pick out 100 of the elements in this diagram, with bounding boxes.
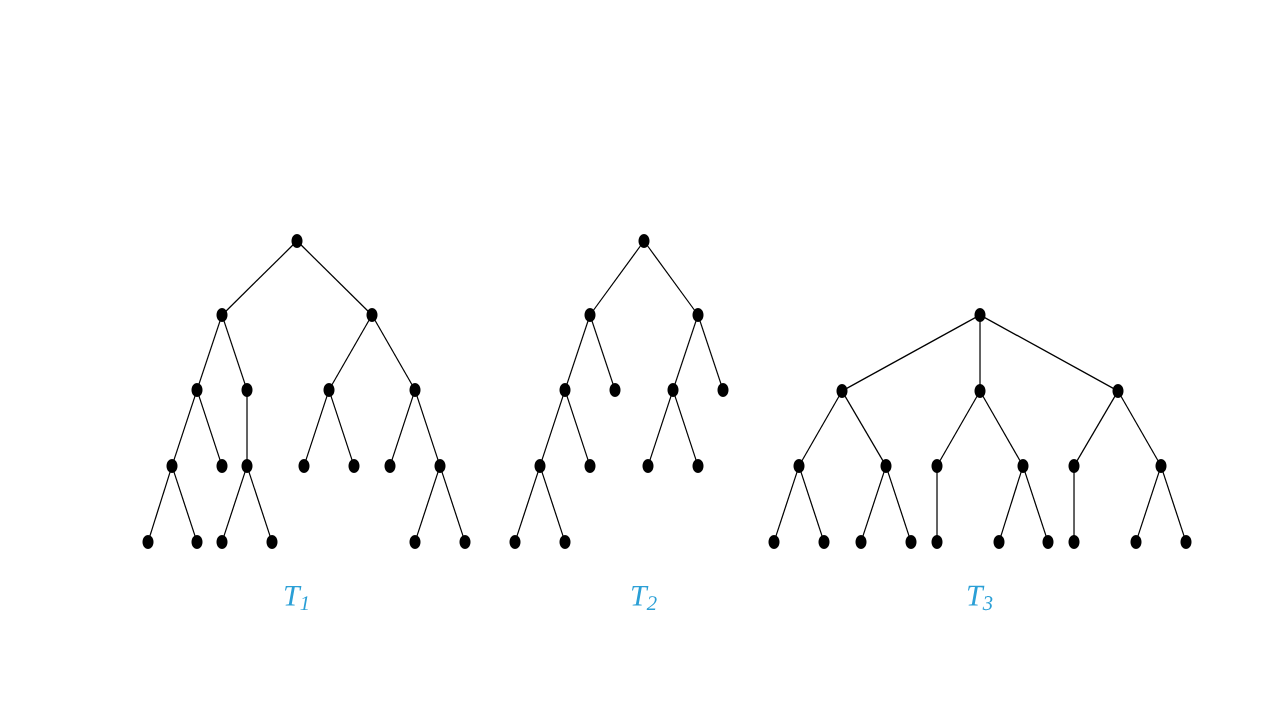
tree-edge — [305, 394, 328, 462]
tree-edge — [416, 394, 439, 462]
tree-vertex — [291, 234, 303, 248]
tree-edge — [541, 470, 564, 538]
tree-vertex — [855, 535, 867, 549]
tree-edge — [246, 395, 248, 462]
tree-vertex — [323, 383, 335, 397]
tree-vertex — [1068, 459, 1080, 473]
tree-vertex — [191, 535, 203, 549]
tree-edge — [649, 394, 672, 462]
tree-edge — [800, 470, 823, 538]
tree-vertex — [642, 459, 654, 473]
tree-vertex — [509, 535, 521, 549]
tree-edge — [149, 470, 171, 538]
tree-edge — [516, 470, 539, 538]
tree-edge — [674, 394, 697, 462]
tree-edge — [1119, 394, 1160, 463]
tree-vertex — [266, 535, 278, 549]
tree-edge — [373, 318, 414, 387]
tree-vertex — [1042, 535, 1054, 549]
tree-vertex — [142, 535, 154, 549]
tree-vertex — [638, 234, 650, 248]
tree-edge — [1075, 394, 1117, 463]
tree-vertex — [191, 383, 203, 397]
tree-edge — [441, 470, 464, 538]
tree-vertex — [409, 535, 421, 549]
tree-edge — [248, 470, 271, 538]
tree-vertex — [584, 459, 596, 473]
tree-vertex — [905, 535, 917, 549]
tree-edge — [1000, 470, 1022, 538]
tree-edge — [391, 394, 414, 462]
tree-edge — [800, 394, 841, 463]
tree-vertex — [793, 459, 805, 473]
tree-vertex — [434, 459, 446, 473]
tree-vertex — [609, 383, 621, 397]
tree-edge — [1137, 470, 1160, 538]
tree-edge — [1024, 470, 1047, 538]
tree-vertex — [384, 459, 396, 473]
tree-edge — [566, 394, 589, 462]
tree-vertex — [166, 459, 178, 473]
tree-vertex — [534, 459, 546, 473]
tree-vertex — [836, 384, 848, 398]
tree-vertex — [931, 459, 943, 473]
tree-edge — [198, 319, 221, 386]
tree-edge — [330, 394, 353, 462]
tree-vertex — [298, 459, 310, 473]
tree-edge — [416, 470, 439, 538]
tree-vertex — [1112, 384, 1124, 398]
tree-vertex — [974, 384, 986, 398]
tree-vertex — [1068, 535, 1080, 549]
tree-edge — [1073, 471, 1075, 538]
tree-vertex — [216, 535, 228, 549]
tree-vertex — [409, 383, 421, 397]
tree-vertex — [974, 308, 986, 322]
tree-edge — [591, 319, 614, 386]
tree-edge — [674, 319, 697, 386]
tree-vertex — [348, 459, 360, 473]
tree-vertex — [667, 383, 679, 397]
tree-edge — [1162, 470, 1185, 538]
tree-vertex — [459, 535, 471, 549]
tree-vertex — [559, 383, 571, 397]
tree-edge — [541, 394, 564, 462]
tree-edge — [330, 318, 371, 387]
tree-edge — [979, 320, 981, 387]
tree-vertex — [768, 535, 780, 549]
tree-vertex — [366, 308, 378, 322]
tree-vertex — [559, 535, 571, 549]
tree-edge — [646, 244, 696, 312]
tree-vertex — [584, 308, 596, 322]
tree-caption: T$_{2}$ — [632, 585, 657, 611]
tree-vertex — [717, 383, 729, 397]
tree-vertex — [1017, 459, 1029, 473]
tree-vertex — [241, 383, 253, 397]
tree-vertex — [931, 535, 943, 549]
tree-edge — [862, 470, 885, 538]
tree-vertex — [1130, 535, 1142, 549]
tree-caption: T$_{3}$ — [968, 585, 993, 611]
tree-edge — [299, 243, 370, 313]
tree-vertex — [216, 459, 228, 473]
tree-edge — [173, 394, 196, 462]
tree-edge — [936, 471, 938, 538]
tree-edge — [775, 470, 798, 538]
tree-edge — [223, 319, 246, 386]
tree-vertex — [993, 535, 1005, 549]
tree-edge — [566, 319, 589, 386]
tree-edge — [224, 243, 295, 313]
tree-vertex — [880, 459, 892, 473]
tree-edge — [887, 470, 910, 538]
tree-edge — [198, 394, 221, 462]
tree-vertex — [216, 308, 228, 322]
tree-edge — [981, 394, 1022, 463]
tree-edge — [843, 394, 885, 463]
tree-vertex — [241, 459, 253, 473]
tree-edge — [845, 316, 977, 390]
tree-edge — [983, 316, 1115, 390]
tree-vertex — [692, 308, 704, 322]
tree-edge — [938, 394, 979, 463]
tree-edge — [592, 244, 642, 312]
tree-vertex — [1155, 459, 1167, 473]
tree-edge — [699, 319, 722, 386]
